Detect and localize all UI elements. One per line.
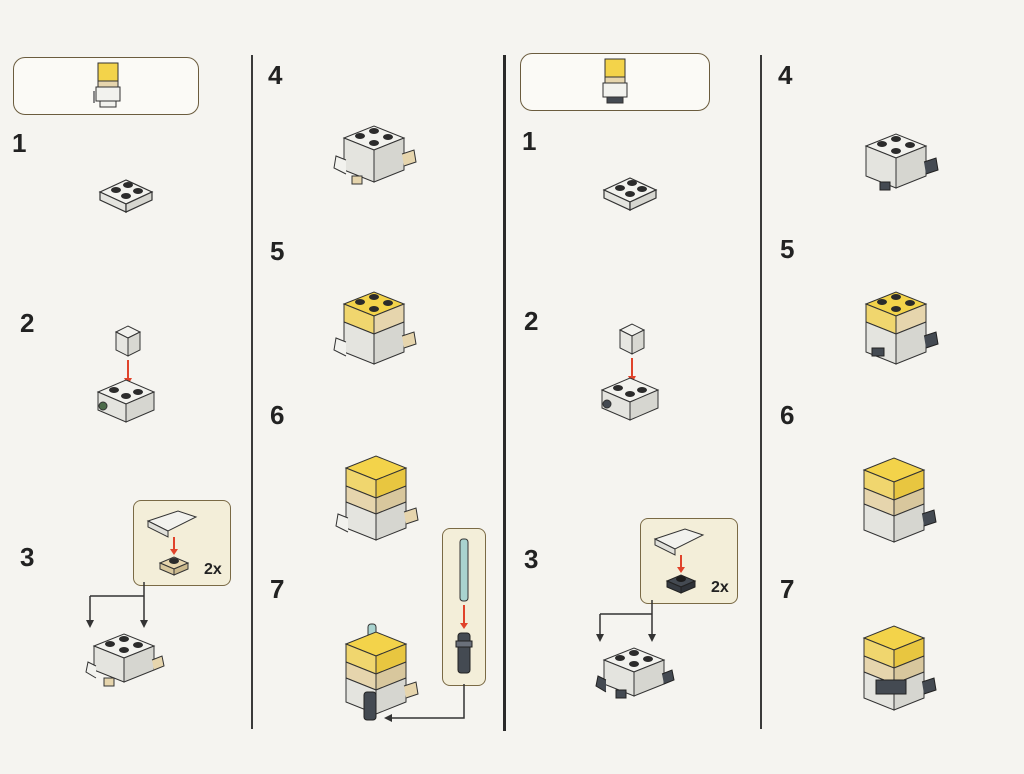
body-with-head-illustration [335,455,419,541]
column-divider [760,55,762,729]
step-number: 4 [778,60,793,90]
step-number: 4 [268,60,283,90]
body-with-tan-brick-illustration [333,291,417,365]
step-number: 2 [524,306,539,336]
subassembly-callout: 2x [640,518,738,604]
quantity-label: 2x [711,579,729,596]
quantity-label: 2x [204,561,222,578]
body-with-head-illustration [862,457,937,543]
step-number: 6 [780,400,795,430]
plate-2x2-illustration [98,179,154,213]
brick-stack-illustration [600,323,660,421]
plate-2x2-illustration [602,177,658,211]
body-with-arms-illustration [864,133,939,191]
step-number: 2 [20,308,35,338]
step-number: 6 [270,400,285,430]
step-number: 5 [270,236,285,266]
subassembly-callout: 2x [133,500,231,586]
step-number: 7 [780,574,795,604]
step-number: 7 [270,574,285,604]
slope-and-clip-illustration [653,528,705,594]
assembled-body-illustration [595,647,675,699]
callout-arrow [384,684,465,722]
step-number: 1 [522,126,537,156]
lightsaber-callout [442,528,486,686]
assembly-arrows [86,582,148,628]
figure-with-lightsaber-illustration [344,623,419,721]
lightsaber-illustration [455,538,473,674]
body-with-arms-illustration [333,125,417,185]
assembled-body-illustration [85,633,165,687]
step-number: 5 [780,234,795,264]
build-preview-box [520,53,710,111]
panel-divider [503,55,506,731]
minifig-preview-icon [602,58,628,104]
body-with-tan-brick-illustration [864,291,939,365]
assembly-arrows [596,600,656,642]
slope-and-clip-illustration [146,510,198,576]
column-divider [251,55,253,729]
step-number: 1 [12,128,27,158]
step-number: 3 [20,542,35,572]
minifig-preview-icon [93,62,121,108]
step-number: 3 [524,544,539,574]
build-preview-box [13,57,199,115]
completed-figure-illustration [862,625,937,711]
brick-stack-illustration [96,325,156,423]
